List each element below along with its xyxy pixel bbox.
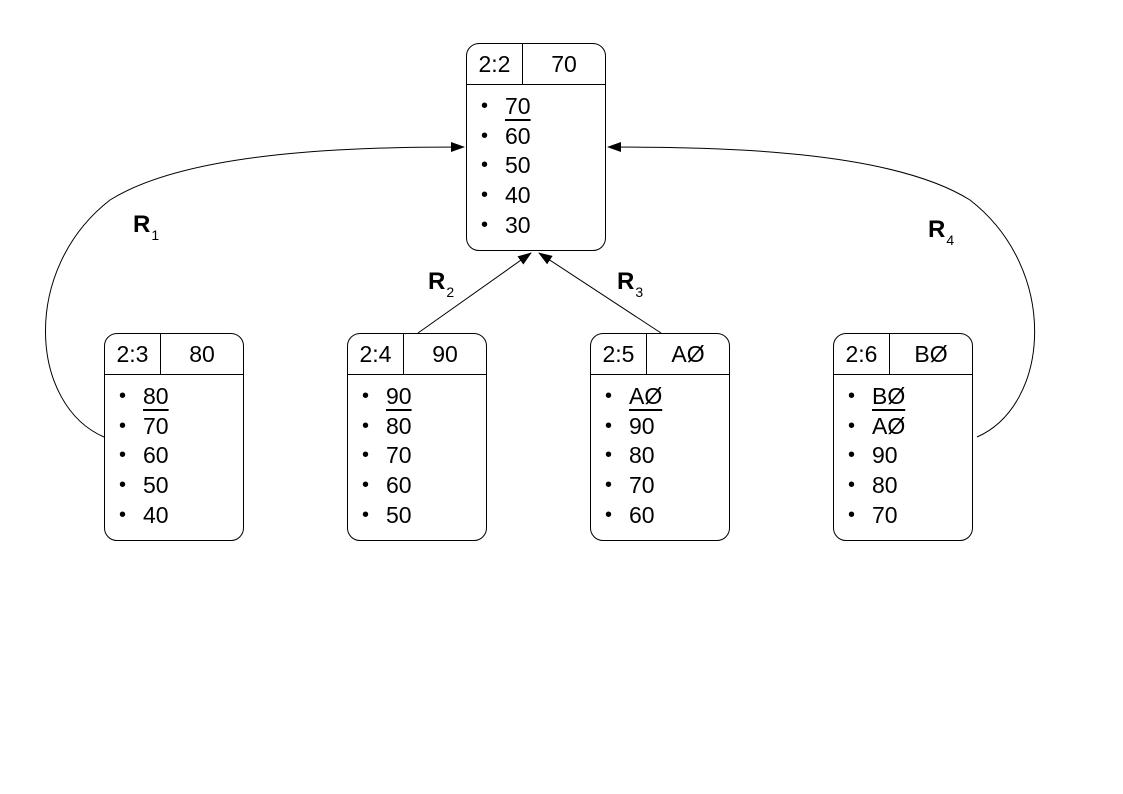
- node-header: 2:2 70: [467, 44, 605, 85]
- node-2-3: 2:3 80 •80 •70 •60 •50 •40: [104, 333, 244, 541]
- bullet-icon: •: [362, 474, 370, 497]
- node-key: 90: [432, 341, 458, 367]
- list-item: •80: [591, 441, 662, 471]
- node-item-list: •70 •60 •50 •40 •30: [467, 92, 531, 240]
- list-item: •90: [591, 412, 662, 442]
- edge-r2-arrow: [417, 252, 532, 334]
- node-item-list: •BØ •AØ •90 •80 •70: [834, 382, 905, 530]
- list-item: •60: [348, 471, 412, 501]
- node-2-6: 2:6 BØ •BØ •AØ •90 •80 •70: [833, 333, 973, 541]
- node-2-5: 2:5 AØ •AØ •90 •80 •70 •60: [590, 333, 730, 541]
- bullet-icon: •: [119, 444, 127, 467]
- node-id: 2:4: [348, 334, 404, 374]
- edge-label-r1: R1: [133, 211, 160, 244]
- list-item: •AØ: [591, 382, 662, 412]
- node-key: AØ: [671, 341, 705, 367]
- list-item: •70: [105, 412, 169, 442]
- list-item: •BØ: [834, 382, 905, 412]
- bullet-icon: •: [119, 414, 127, 437]
- bullet-icon: •: [481, 184, 489, 207]
- node-key: 70: [551, 51, 577, 77]
- node-2-2: 2:2 70 •70 •60 •50 •40 •30: [466, 43, 606, 251]
- edge-r4-arrow: [607, 142, 1036, 438]
- node-id: 2:5: [591, 334, 647, 374]
- bullet-icon: •: [119, 503, 127, 526]
- bullet-icon: •: [481, 124, 489, 147]
- bullet-icon: •: [605, 444, 613, 467]
- node-key: BØ: [914, 341, 948, 367]
- node-header: 2:4 90: [348, 334, 486, 375]
- list-item: •60: [591, 501, 662, 531]
- bullet-icon: •: [605, 414, 613, 437]
- list-item: •60: [105, 441, 169, 471]
- list-item: •50: [348, 501, 412, 531]
- list-item: •40: [467, 181, 531, 211]
- edge-r3-arrow: [538, 252, 662, 334]
- node-id: 2:3: [105, 334, 161, 374]
- list-item: •70: [348, 441, 412, 471]
- node-header: 2:5 AØ: [591, 334, 729, 375]
- bullet-icon: •: [481, 213, 489, 236]
- list-item: •70: [591, 471, 662, 501]
- list-item: •80: [348, 412, 412, 442]
- list-item: •90: [834, 441, 905, 471]
- edge-label-r3: R3: [617, 268, 644, 301]
- list-item: •70: [834, 501, 905, 531]
- bullet-icon: •: [605, 503, 613, 526]
- node-id: 2:2: [467, 44, 523, 84]
- list-item: •70: [467, 92, 531, 122]
- list-item: •90: [348, 382, 412, 412]
- bullet-icon: •: [362, 503, 370, 526]
- bullet-icon: •: [481, 95, 489, 117]
- edge-label-r2: R2: [428, 268, 455, 301]
- list-item: •30: [467, 211, 531, 241]
- bullet-icon: •: [848, 414, 856, 437]
- bullet-icon: •: [362, 414, 370, 437]
- list-item: •50: [105, 471, 169, 501]
- node-header: 2:6 BØ: [834, 334, 972, 375]
- edge-label-r4: R4: [928, 216, 955, 249]
- list-item: •80: [105, 382, 169, 412]
- list-item: •80: [834, 471, 905, 501]
- node-item-list: •90 •80 •70 •60 •50: [348, 382, 412, 530]
- edge-r1-arrow: [45, 142, 465, 438]
- bullet-icon: •: [605, 385, 613, 407]
- bullet-icon: •: [848, 385, 856, 407]
- bullet-icon: •: [119, 385, 127, 407]
- list-item: •60: [467, 122, 531, 152]
- node-2-4: 2:4 90 •90 •80 •70 •60 •50: [347, 333, 487, 541]
- list-item: •40: [105, 501, 169, 531]
- bullet-icon: •: [848, 503, 856, 526]
- node-item-list: •AØ •90 •80 •70 •60: [591, 382, 662, 530]
- node-item-list: •80 •70 •60 •50 •40: [105, 382, 169, 530]
- node-header: 2:3 80: [105, 334, 243, 375]
- node-key: 80: [189, 341, 215, 367]
- bullet-icon: •: [119, 474, 127, 497]
- bullet-icon: •: [848, 474, 856, 497]
- list-item: •AØ: [834, 412, 905, 442]
- bullet-icon: •: [362, 444, 370, 467]
- bullet-icon: •: [362, 385, 370, 407]
- bullet-icon: •: [605, 474, 613, 497]
- bullet-icon: •: [481, 154, 489, 177]
- list-item: •50: [467, 151, 531, 181]
- node-id: 2:6: [834, 334, 890, 374]
- bullet-icon: •: [848, 444, 856, 467]
